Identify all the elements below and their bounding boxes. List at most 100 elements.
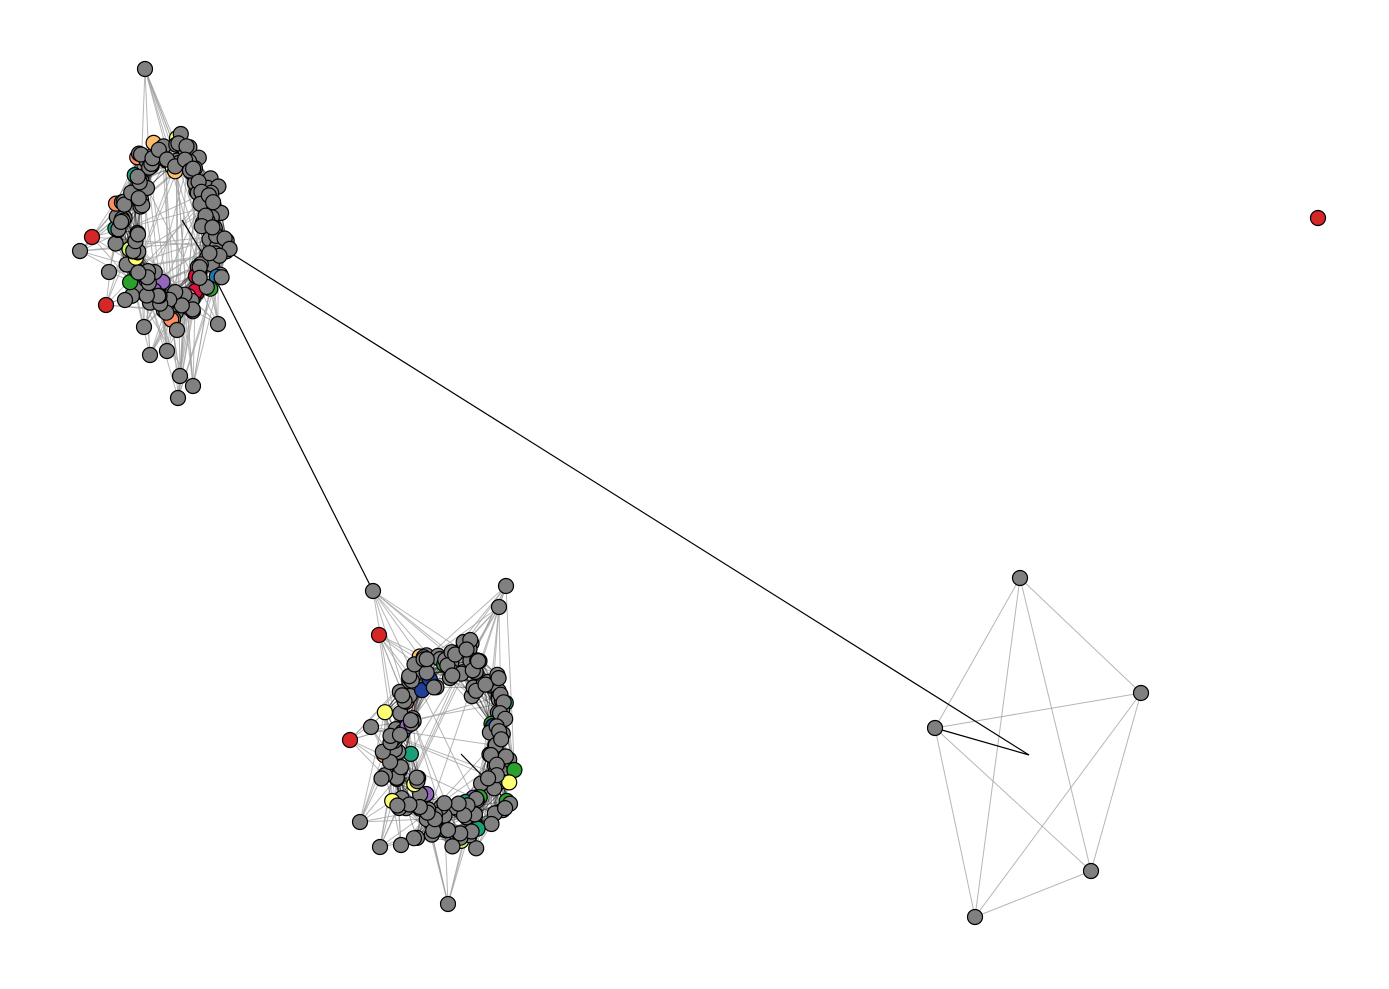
bridge-edge	[214, 277, 374, 592]
cluster-bottom-node	[439, 821, 457, 839]
cluster-bottom-outlier-node	[370, 626, 388, 644]
cluster-bottom-node	[483, 815, 500, 833]
cluster-top-left-node	[130, 190, 147, 207]
cluster-bottom-node	[389, 797, 406, 814]
clique-five-edge	[974, 692, 1142, 918]
cluster-bottom-outlier-node	[392, 836, 410, 854]
cluster-bottom-outlier-edge	[372, 590, 421, 657]
cluster-bottom-node	[497, 799, 514, 817]
cluster-top-left-outlier-edge	[175, 160, 194, 387]
cluster-top-left-outlier-node	[83, 228, 101, 246]
clique-five-node	[1082, 862, 1100, 880]
cluster-top-left-node	[201, 245, 218, 262]
clique-five-node	[1011, 569, 1029, 587]
cluster-bottom-node	[444, 838, 461, 855]
clique-five-node	[1132, 684, 1150, 702]
clique-five-edge	[974, 870, 1092, 918]
clique-five-edge	[1019, 577, 1092, 872]
cluster-top-left-outlier-node	[209, 315, 227, 333]
clique-five-edge	[934, 692, 1142, 729]
cluster-bottom-node	[470, 652, 487, 670]
cluster-top-left-outlier-node	[158, 342, 176, 360]
cluster-bottom-node	[425, 679, 442, 696]
bridge-edge	[204, 236, 1030, 756]
cluster-bottom-node	[458, 641, 475, 658]
nodes-layer	[71, 60, 1327, 926]
cluster-top-left-outlier-node	[136, 60, 154, 78]
cluster-top-left-outlier-edge	[105, 304, 164, 311]
clique-five-edge	[934, 577, 1021, 729]
clique-five-node	[926, 719, 944, 737]
cluster-top-left-node	[204, 219, 221, 236]
cluster-top-left-outlier-node	[141, 346, 159, 364]
cluster-bottom-node	[477, 676, 494, 693]
cluster-top-left-outlier-node	[169, 389, 187, 407]
cluster-bottom-outlier-edge	[431, 834, 449, 905]
cluster-top-left-outlier-node	[100, 263, 118, 281]
bridge-edges-layer	[181, 219, 1030, 802]
cluster-top-left-outlier-node	[116, 291, 134, 309]
cluster-bottom-node	[450, 795, 467, 812]
cluster-bottom-outlier-node	[351, 813, 369, 831]
cluster-top-left-node	[213, 269, 230, 286]
isolated-node	[1309, 209, 1327, 227]
cluster-bottom-outlier-edge	[426, 585, 507, 820]
cluster-bottom-outlier-node	[371, 838, 389, 856]
faint-edges-layer	[79, 68, 1142, 918]
cluster-top-left-node	[129, 226, 147, 243]
cluster-bottom-node	[490, 669, 507, 687]
cluster-bottom-outlier-node	[497, 577, 515, 595]
cluster-bottom-node	[436, 795, 453, 812]
cluster-top-left-node	[130, 264, 147, 281]
cluster-top-left-outlier-edge	[79, 250, 127, 265]
cluster-bottom-outlier-edge	[379, 673, 462, 848]
clique-five-node	[966, 908, 984, 926]
cluster-bottom-outlier-node	[490, 598, 508, 616]
cluster-bottom-outlier-edge	[378, 634, 503, 711]
cluster-top-left-node	[129, 168, 146, 185]
clique-five-edge	[1090, 692, 1142, 872]
cluster-top-left-node	[116, 196, 133, 213]
cluster-bottom-node	[402, 711, 419, 729]
clique-five-edge	[934, 727, 1092, 872]
cluster-bottom-node	[394, 687, 411, 704]
cluster-bottom-outlier-node	[439, 895, 457, 913]
cluster-bottom-node	[501, 774, 518, 791]
clique-hub-edge	[934, 727, 1030, 756]
cluster-bottom-node	[418, 650, 435, 668]
cluster-top-left-node	[205, 194, 222, 211]
cluster-bottom-outlier-edge	[359, 777, 398, 823]
cluster-bottom-node	[468, 840, 485, 857]
cluster-bottom-node	[480, 770, 497, 787]
cluster-bottom-node	[408, 769, 425, 786]
clique-five-edge	[974, 577, 1021, 918]
cluster-bottom-node	[391, 726, 409, 743]
clique-five-edge	[1019, 577, 1142, 694]
cluster-top-left-outlier-node	[71, 242, 89, 260]
cluster-bottom-node	[405, 830, 422, 847]
cluster-top-left-outlier-node	[135, 318, 153, 336]
cluster-top-left-outlier-edge	[146, 187, 219, 325]
cluster-bottom-outlier-edge	[505, 585, 515, 771]
cluster-top-left-outlier-edge	[134, 242, 219, 325]
cluster-bottom-outlier-node	[341, 731, 359, 749]
cluster-bottom-node	[444, 667, 461, 684]
cluster-top-left-node	[191, 269, 208, 286]
cluster-top-left-node	[178, 138, 195, 155]
cluster-bottom-node	[493, 731, 510, 748]
cluster-bottom-outlier-node	[364, 582, 382, 600]
cluster-top-left-outlier-node	[184, 377, 202, 395]
cluster-bottom-outlier-node	[362, 718, 380, 736]
cluster-bottom-node	[373, 770, 390, 787]
cluster-top-left-outlier-node	[97, 296, 115, 314]
cluster-bottom-node	[376, 704, 393, 721]
cluster-top-left-outlier-edge	[144, 68, 177, 145]
cluster-bottom-outlier-edge	[399, 606, 500, 771]
cluster-top-left-node	[112, 213, 130, 230]
cluster-top-left-outlier-node	[168, 321, 186, 339]
cluster-top-left-node	[107, 235, 124, 252]
cluster-bottom-outlier-edge	[372, 590, 397, 730]
clique-five-edge	[934, 727, 976, 918]
cluster-top-left-outlier-node	[171, 367, 189, 385]
